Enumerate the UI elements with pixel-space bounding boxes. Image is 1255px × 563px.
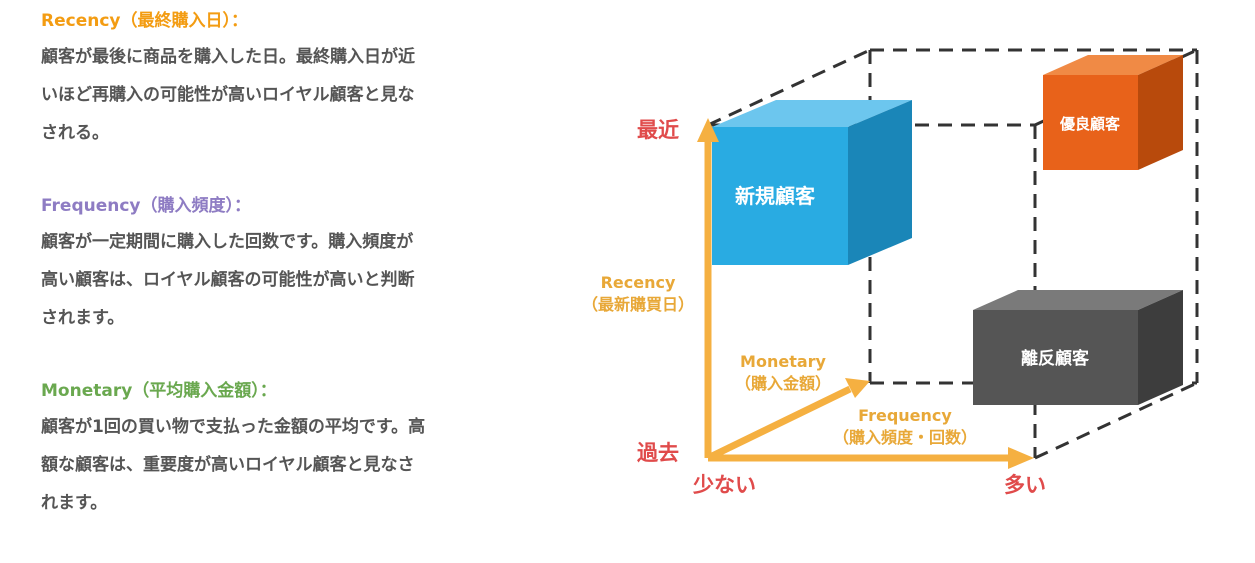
recency-section: Recency（最終購入日）： 顧客が最後に商品を購入した日。最終購入日が近 い… (41, 8, 541, 152)
recency-line: 顧客が最後に商品を購入した日。最終購入日が近 (41, 47, 415, 67)
x-low-label: 少ない (692, 473, 756, 497)
monetary-axis-sublabel: （購入金額） (735, 374, 831, 393)
recency-line: いほど再購入の可能性が高いロイヤル顧客と見な (41, 85, 415, 105)
x-high-label: 多い (1004, 473, 1046, 497)
rfm-definitions: Recency（最終購入日）： 顧客が最後に商品を購入した日。最終購入日が近 い… (41, 8, 541, 563)
monetary-heading: Monetary（平均購入金額）： (41, 381, 277, 401)
frequency-line: 高い顧客は、ロイヤル顧客の可能性が高いと判断 (41, 270, 415, 290)
monetary-line: 額な顧客は、重要度が高いロイヤル顧客と見なさ (41, 455, 415, 475)
frequency-heading: Frequency（購入頻度）： (41, 196, 252, 216)
recency-description: 顧客が最後に商品を購入した日。最終購入日が近 いほど再購入の可能性が高いロイヤル… (41, 38, 541, 152)
frequency-axis-label: Frequency (858, 406, 952, 425)
recency-line: される。 (41, 123, 109, 143)
new-cube: 新規顧客 (712, 100, 912, 265)
recency-top-label: 最近 (637, 118, 679, 142)
monetary-line: れます。 (41, 493, 108, 513)
monetary-line: 顧客が1回の買い物で支払った金額の平均です。高 (41, 417, 426, 437)
best-cube-label: 優良顧客 (1059, 115, 1121, 133)
frequency-axis-sublabel: （購入頻度・回数） (833, 428, 977, 447)
monetary-section: Monetary（平均購入金額）： 顧客が1回の買い物で支払った金額の平均です。… (41, 378, 541, 522)
frequency-description: 顧客が一定期間に購入した回数です。購入頻度が 高い顧客は、ロイヤル顧客の可能性が… (41, 223, 541, 337)
rfm-cube-diagram: 離反顧客 優良顧客 新規顧客 最近 過去 少ない 多い Recency （最新購… (582, 48, 1199, 497)
churn-cube-label: 離反顧客 (1021, 348, 1090, 369)
best-cube: 優良顧客 (1043, 55, 1183, 170)
axes (697, 118, 1034, 469)
recency-axis-label: Recency (601, 273, 676, 292)
recency-axis-sublabel: （最新購買日） (582, 295, 694, 314)
monetary-axis-label: Monetary (740, 352, 826, 371)
recency-bottom-label: 過去 (637, 441, 679, 465)
frequency-section: Frequency（購入頻度）： 顧客が一定期間に購入した回数です。購入頻度が … (41, 193, 541, 337)
churn-cube: 離反顧客 (973, 290, 1183, 405)
frequency-line: されます。 (41, 308, 125, 328)
recency-heading: Recency（最終購入日）： (41, 11, 248, 31)
frequency-line: 顧客が一定期間に購入した回数です。購入頻度が (41, 232, 414, 252)
new-cube-label: 新規顧客 (735, 184, 816, 208)
monetary-description: 顧客が1回の買い物で支払った金額の平均です。高 額な顧客は、重要度が高いロイヤル… (41, 408, 541, 522)
